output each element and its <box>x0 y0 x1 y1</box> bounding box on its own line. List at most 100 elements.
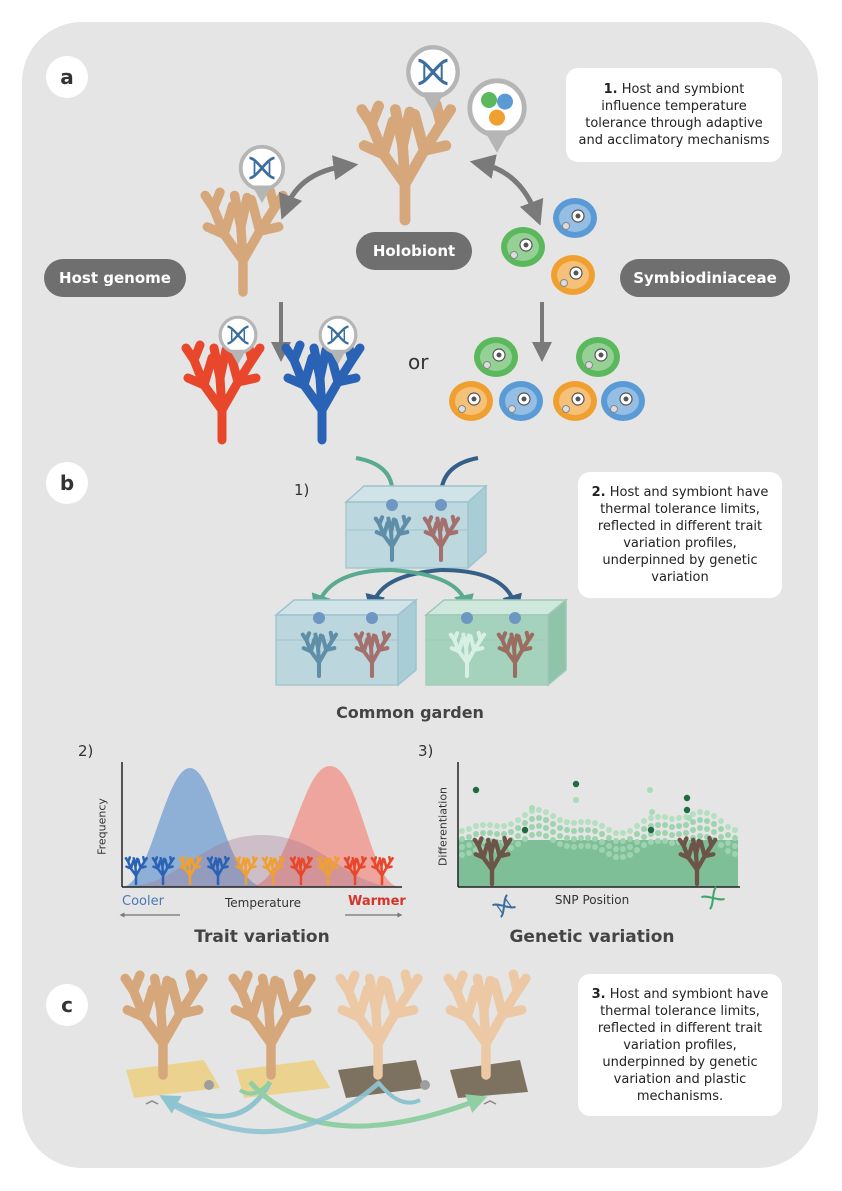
panel-c-reefs <box>125 974 528 1135</box>
snp-point <box>592 844 598 850</box>
snp-point <box>550 829 556 835</box>
snp-point <box>494 831 500 837</box>
snp-point <box>613 838 619 844</box>
symbiont-cell <box>550 254 596 296</box>
snp-point <box>620 830 626 836</box>
snp-point <box>564 827 570 833</box>
snp-point <box>613 846 619 852</box>
snp-point <box>725 848 731 854</box>
panel-letter-a: a <box>46 56 88 98</box>
snp-point <box>508 821 514 827</box>
snp-point <box>466 826 472 832</box>
snp-point <box>655 838 661 844</box>
snp-point <box>529 816 535 822</box>
snp-point <box>536 807 542 813</box>
symbiont-cell <box>552 197 598 239</box>
snp-point <box>515 841 521 847</box>
snp-point <box>529 805 535 811</box>
snp-point <box>550 821 556 827</box>
snp-point <box>732 843 738 849</box>
snp-point <box>459 836 465 842</box>
snp-point <box>459 844 465 850</box>
snp-point <box>620 846 626 852</box>
host-genome-label: Host genome <box>44 259 186 297</box>
snp-point <box>473 831 479 837</box>
snp-point <box>508 829 514 835</box>
snp-point <box>655 822 661 828</box>
snp-point <box>599 847 605 853</box>
snp-point <box>599 831 605 837</box>
snp-point <box>578 827 584 833</box>
snp-point <box>732 827 738 833</box>
snp-point <box>522 812 528 818</box>
snp-point <box>683 822 689 828</box>
snp-point <box>647 787 653 793</box>
note-3-number: 3. <box>591 986 606 1002</box>
snp-point <box>585 827 591 833</box>
warmer-label: Warmer <box>348 894 406 909</box>
snp-point <box>573 797 579 803</box>
snp-point <box>599 839 605 845</box>
snp-point <box>648 815 654 821</box>
snp-point <box>543 809 549 815</box>
snp-point <box>606 851 612 857</box>
snp-point <box>676 831 682 837</box>
snp-point <box>515 817 521 823</box>
snp-point <box>620 838 626 844</box>
common-garden-label: Common garden <box>336 703 484 722</box>
holobiont-symbiont-pin <box>470 81 524 153</box>
snp-point <box>501 823 507 829</box>
snp-outlier-point <box>683 806 691 814</box>
snp-point <box>690 827 696 833</box>
bottom-left-tank <box>273 598 419 687</box>
snp-point <box>649 809 655 815</box>
snp-point <box>564 843 570 849</box>
snp-point <box>704 818 710 824</box>
snp-point <box>718 842 724 848</box>
snp-point <box>571 844 577 850</box>
snp-point <box>669 840 675 846</box>
snp-point <box>571 836 577 842</box>
snp-point <box>522 820 528 826</box>
genetic-y-label: Differentiation <box>436 786 450 867</box>
symbiodiniaceae-label: Symbiodiniaceae <box>620 259 790 297</box>
snp-point <box>732 851 738 857</box>
split-arrow-4 <box>440 568 522 615</box>
snp-point <box>515 833 521 839</box>
snp-point <box>557 825 563 831</box>
snp-point <box>627 844 633 850</box>
snp-point <box>676 815 682 821</box>
snp-point <box>627 852 633 858</box>
snp-point <box>662 830 668 836</box>
snp-point <box>494 823 500 829</box>
snp-point <box>613 854 619 860</box>
snp-point <box>718 818 724 824</box>
snp-point <box>466 850 472 856</box>
snp-point <box>711 829 717 835</box>
trait-variation-chart <box>119 762 403 918</box>
snp-point <box>557 817 563 823</box>
snp-point <box>557 841 563 847</box>
snp-point <box>669 832 675 838</box>
note-3-text: Host and symbiont have thermal tolerance… <box>597 986 769 1104</box>
note-1-text: Host and symbiont influence temperature … <box>578 82 770 148</box>
snp-point <box>564 835 570 841</box>
snp-point <box>662 822 668 828</box>
snp-point <box>578 843 584 849</box>
symbiont-cell <box>500 226 546 268</box>
snp-point <box>655 830 661 836</box>
snp-point <box>543 833 549 839</box>
holobiont-symbiont-arrow <box>469 154 544 226</box>
snp-point <box>634 823 640 829</box>
snp-point <box>599 823 605 829</box>
snp-point <box>634 847 640 853</box>
snp-point <box>669 816 675 822</box>
note-2-number: 2. <box>591 485 606 500</box>
holobiont-dna-pin <box>408 47 457 112</box>
host-holobiont-arrow <box>278 155 359 220</box>
snp-point <box>641 826 647 832</box>
snp-point <box>508 845 514 851</box>
snp-point <box>536 823 542 829</box>
snp-point <box>704 810 710 816</box>
